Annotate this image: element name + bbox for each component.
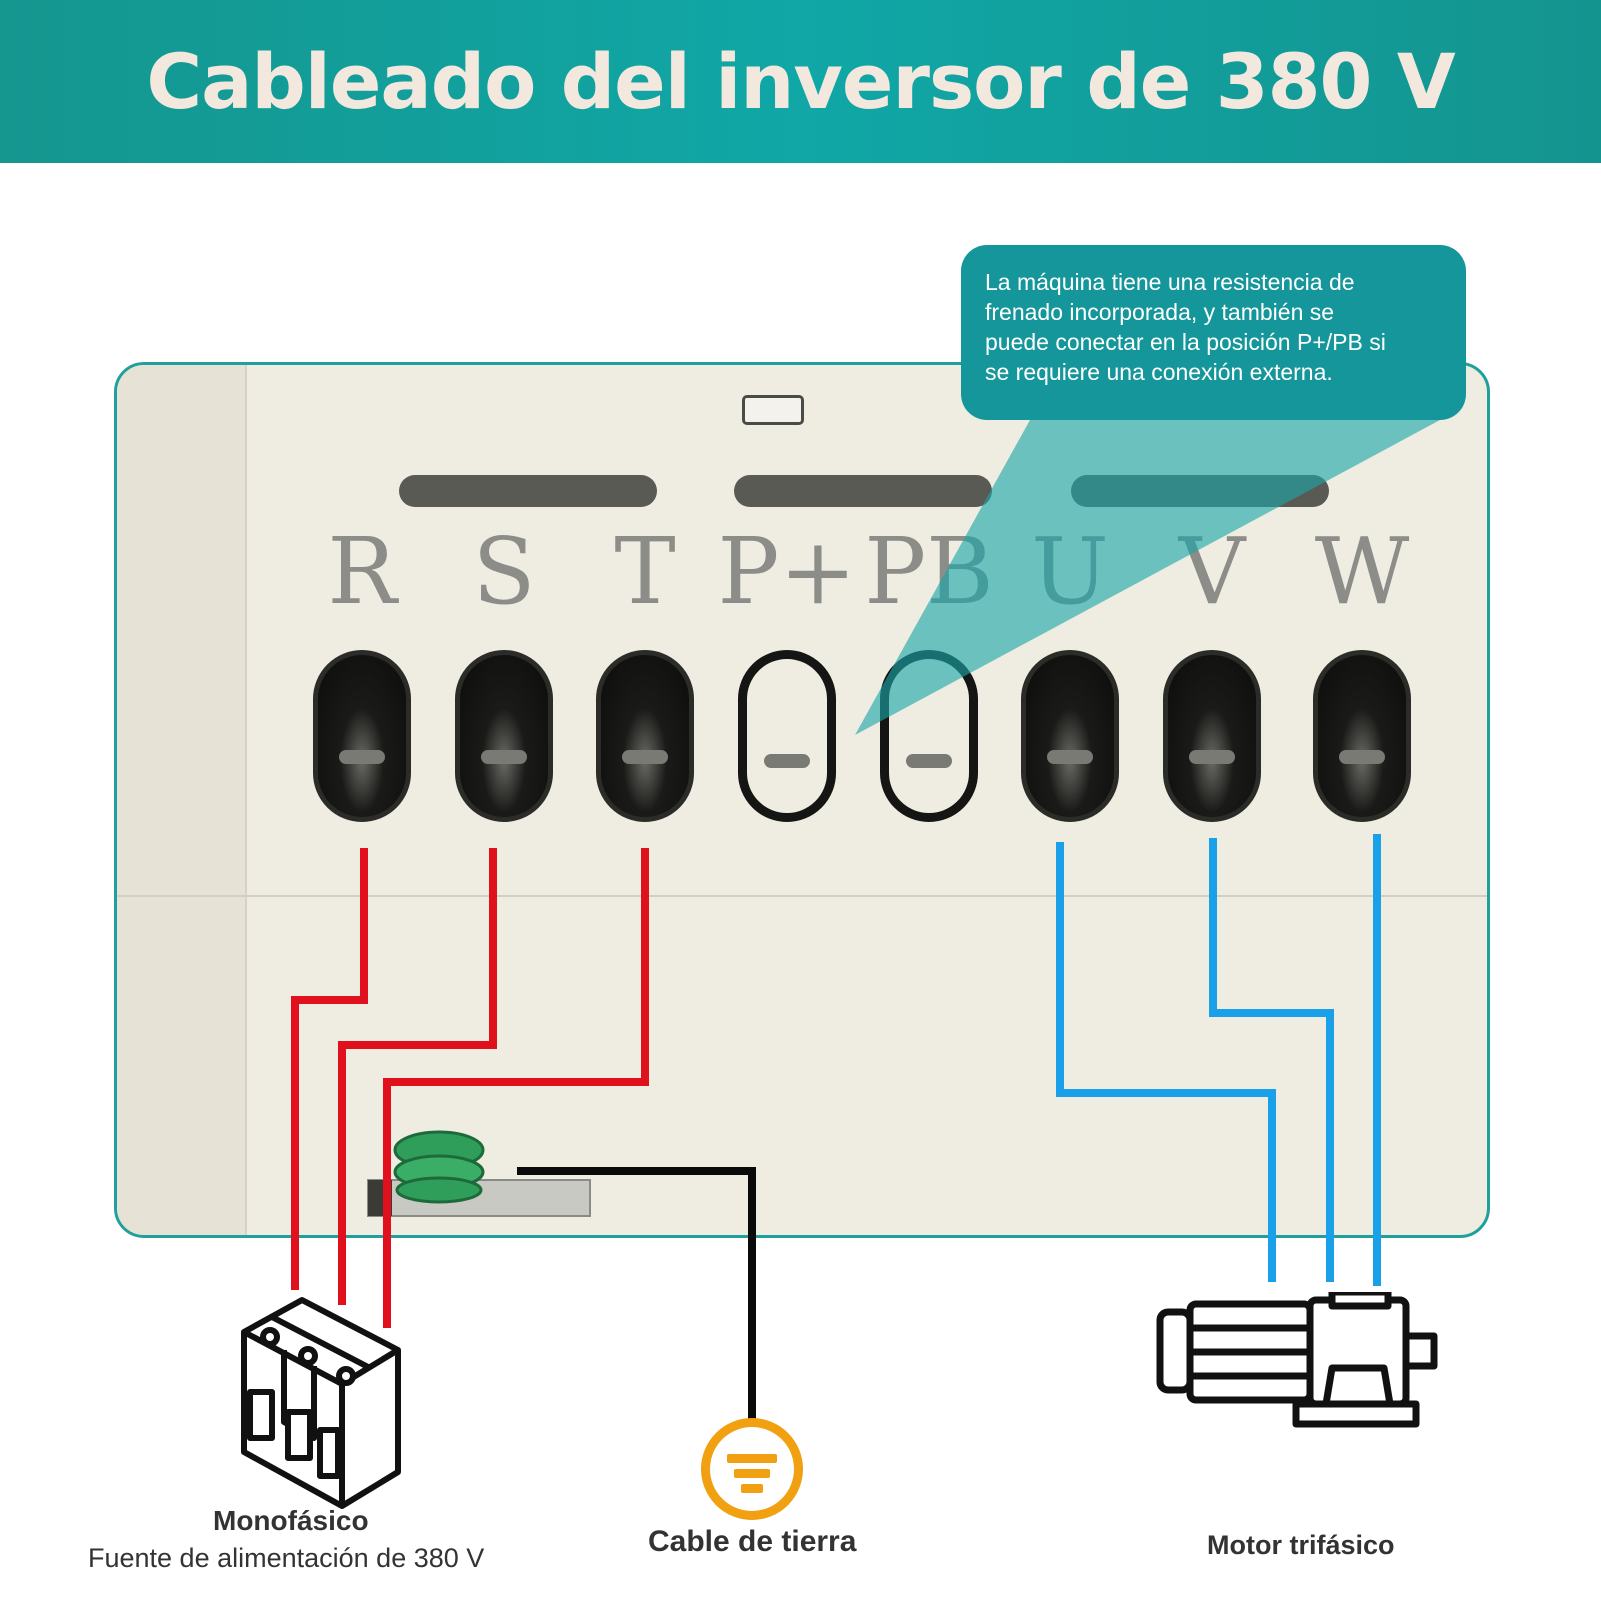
ground-icon bbox=[701, 1418, 803, 1520]
motor-caption: Motor trifásico bbox=[1207, 1530, 1395, 1560]
vent-slot bbox=[399, 475, 657, 507]
wire-t bbox=[383, 848, 649, 1328]
wire-v bbox=[1209, 838, 1334, 1282]
terminal-label-p-plus: P+ bbox=[717, 518, 857, 625]
wire-ground bbox=[517, 1167, 756, 1420]
terminal-u bbox=[1021, 650, 1119, 822]
wire-r bbox=[291, 848, 368, 1290]
terminal-t bbox=[596, 650, 694, 822]
ground-icon-bar bbox=[727, 1454, 777, 1463]
callout-line: frenado incorporada, y también se bbox=[985, 299, 1335, 325]
terminal-screw bbox=[339, 750, 385, 764]
header-banner: Cableado del inversor de 380 V bbox=[0, 0, 1601, 163]
terminal-v bbox=[1163, 650, 1261, 822]
ground-icon-bar bbox=[734, 1469, 770, 1478]
panel-side-edge bbox=[117, 365, 247, 1235]
terminal-label-w: W bbox=[1314, 518, 1410, 625]
terminal-label-s: S bbox=[472, 518, 536, 625]
terminal-r bbox=[313, 650, 411, 822]
page-title: Cableado del inversor de 380 V bbox=[146, 37, 1455, 126]
callout-box: La máquina tiene una resistencia de fren… bbox=[961, 245, 1466, 420]
indicator-light bbox=[742, 395, 804, 425]
terminal-screw bbox=[481, 750, 527, 764]
terminal-w bbox=[1313, 650, 1411, 822]
terminal-s bbox=[455, 650, 553, 822]
terminal-screw bbox=[906, 754, 952, 768]
ground-screw bbox=[395, 1176, 483, 1204]
terminal-label-t: T bbox=[614, 518, 676, 625]
vent-slot bbox=[734, 475, 992, 507]
callout-beam bbox=[855, 420, 1440, 735]
ground-caption: Cable de tierra bbox=[648, 1525, 857, 1558]
wire-s bbox=[338, 848, 497, 1305]
callout-line: puede conectar en la posición P+/PB si bbox=[985, 329, 1386, 355]
terminal-screw bbox=[1339, 750, 1385, 764]
ground-icon-bar bbox=[741, 1484, 763, 1493]
terminal-p-plus bbox=[738, 650, 836, 822]
terminal-screw bbox=[1189, 750, 1235, 764]
terminal-screw bbox=[622, 750, 668, 764]
callout-line: La máquina tiene una resistencia de bbox=[985, 269, 1355, 295]
callout-line: se requiere una conexión externa. bbox=[985, 359, 1333, 385]
circuit-breaker-icon bbox=[241, 1297, 401, 1509]
panel-seam bbox=[117, 895, 1487, 897]
breaker-caption-line2: Fuente de alimentación de 380 V bbox=[88, 1543, 485, 1573]
terminal-screw bbox=[1047, 750, 1093, 764]
wire-u bbox=[1056, 842, 1276, 1282]
terminal-label-r: R bbox=[327, 518, 397, 625]
motor-icon bbox=[1156, 1292, 1438, 1428]
breaker-caption-line1: Monofásico bbox=[213, 1505, 369, 1536]
terminal-screw bbox=[764, 754, 810, 768]
